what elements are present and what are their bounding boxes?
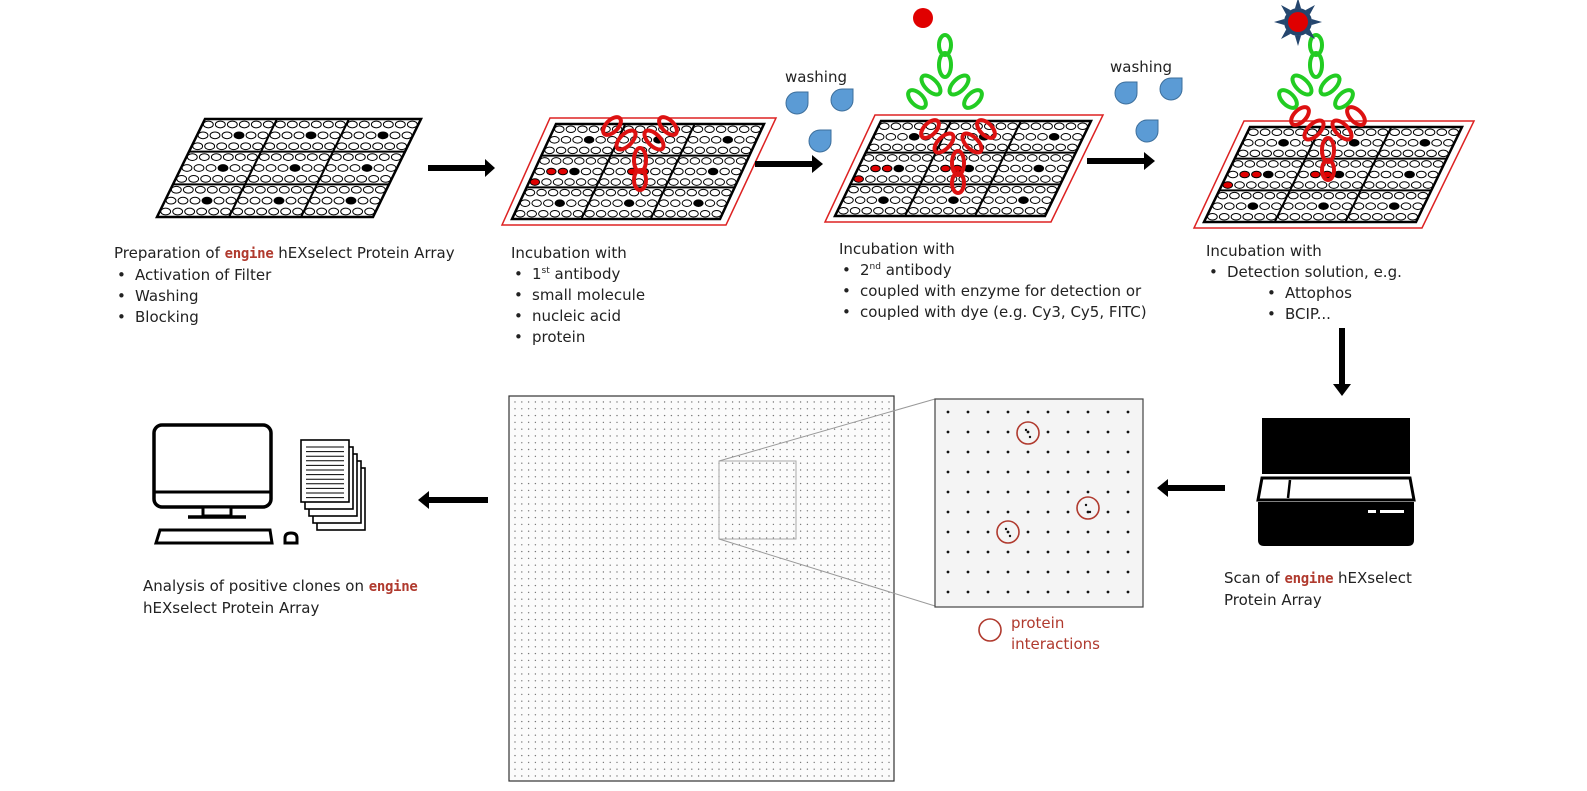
keyboard-icon bbox=[153, 528, 274, 545]
legend-label: protein interactions bbox=[1011, 614, 1100, 653]
step-3-text: Incubation with 2nd antibody coupled wit… bbox=[839, 239, 1147, 323]
scan-caption: Scan of engine hEXselect Protein Array bbox=[1224, 569, 1412, 609]
scanner-icon bbox=[1256, 418, 1416, 546]
washing-label: washing bbox=[1110, 58, 1172, 76]
list-item: 2nd antibody bbox=[839, 260, 1147, 281]
arrow-left-icon bbox=[418, 491, 488, 509]
step-4-title: Incubation with bbox=[1206, 242, 1322, 260]
arrow-left-icon bbox=[1157, 479, 1225, 497]
arrow-down-icon bbox=[1333, 328, 1351, 396]
list-item: coupled with dye (e.g. Cy3, Cy5, FITC) bbox=[839, 302, 1147, 323]
list-item: Activation of Filter bbox=[114, 265, 455, 286]
arrow-right-icon bbox=[755, 155, 823, 173]
array-grid-icon bbox=[154, 117, 424, 219]
water-drop-icon bbox=[785, 77, 1183, 153]
mouse-icon bbox=[283, 531, 299, 545]
array-grid-icon bbox=[500, 117, 778, 226]
list-item: small molecule bbox=[511, 285, 645, 306]
step-4-text: Incubation with Detection solution, e.g.… bbox=[1206, 241, 1402, 325]
array-zoom-inset bbox=[934, 398, 1144, 608]
enzyme-star-icon bbox=[1274, 0, 1322, 46]
brand-logo: engine bbox=[224, 246, 274, 262]
washing-label: washing bbox=[785, 68, 847, 86]
zoom-circle-icon bbox=[1076, 496, 1100, 520]
step-1-title: Preparation of engine hEXselect Protein … bbox=[114, 244, 455, 262]
antibody-icon bbox=[601, 33, 1367, 195]
analysis-caption: Analysis of positive clones on engine hE… bbox=[143, 577, 418, 617]
arrow-right-icon bbox=[1087, 152, 1155, 170]
list-item: protein bbox=[511, 327, 645, 348]
step-3-title: Incubation with bbox=[839, 240, 955, 258]
list-item: nucleic acid bbox=[511, 306, 645, 327]
step-2-title: Incubation with bbox=[511, 244, 627, 262]
list-item: coupled with enzyme for detection or bbox=[839, 281, 1147, 302]
list-item: 1st antibody bbox=[511, 264, 645, 285]
list-item: BCIP... bbox=[1264, 304, 1402, 325]
array-scan-image bbox=[508, 395, 936, 782]
step-2-text: Incubation with 1st antibody small molec… bbox=[511, 243, 645, 348]
legend-circle-icon bbox=[978, 618, 1002, 642]
step-1-text: Preparation of engine hEXselect Protein … bbox=[114, 243, 455, 328]
monitor-icon bbox=[152, 423, 273, 519]
list-item: Attophos bbox=[1264, 283, 1402, 304]
documents-stack-icon bbox=[300, 439, 366, 531]
arrow-right-icon bbox=[428, 159, 495, 177]
red-dot-icon bbox=[913, 8, 933, 28]
list-item: Detection solution, e.g. bbox=[1206, 262, 1402, 283]
list-item: Blocking bbox=[114, 307, 455, 328]
list-item: Washing bbox=[114, 286, 455, 307]
zoom-circle-icon bbox=[1016, 421, 1040, 445]
zoom-circle-icon bbox=[996, 520, 1020, 544]
